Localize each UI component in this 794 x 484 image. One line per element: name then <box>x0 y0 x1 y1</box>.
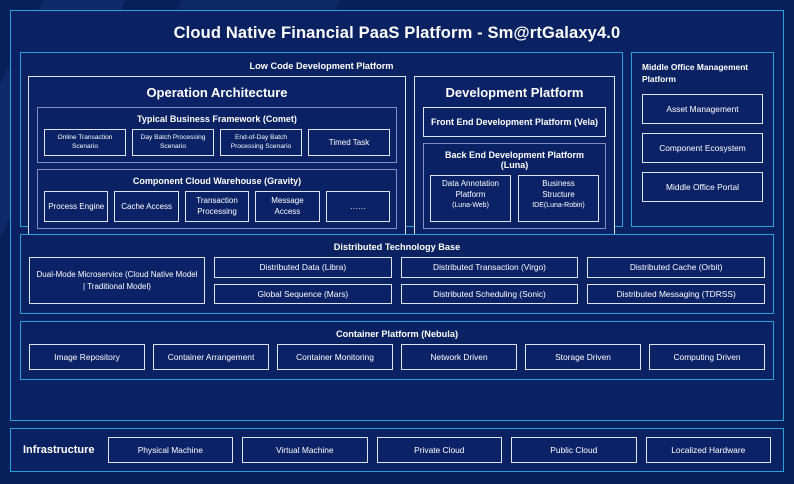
low-code-heading: Low Code Development Platform <box>249 61 394 71</box>
container-platform-items: Image Repository Container Arrangement C… <box>29 344 765 370</box>
infra-physical-machine[interactable]: Physical Machine <box>107 437 234 463</box>
low-code-development-platform: Low Code Development Platform Operation … <box>20 52 623 239</box>
back-end-development-platform: Back End Development Platform (Luna) Dat… <box>423 143 606 230</box>
chip-timed-task[interactable]: Timed Task <box>308 129 390 157</box>
dtb-distributed-scheduling[interactable]: Distributed Scheduling (Sonic) <box>400 283 579 304</box>
upper-row: Low Code Development Platform Operation … <box>20 52 774 239</box>
distributed-technology-base: Distributed Technology Base Dual-Mode Mi… <box>20 234 774 314</box>
cp-network-driven[interactable]: Network Driven <box>401 344 517 370</box>
chip-transaction-processing[interactable]: Transaction Processing <box>184 191 250 223</box>
dtb-column-1: Distributed Data (Libra) Global Sequence… <box>214 257 392 304</box>
chip-data-annotation-platform[interactable]: Data Annotation Platform (Luna-Web) <box>430 175 511 223</box>
dtb-dual-mode-microservice[interactable]: Dual-Mode Microservice (Cloud Native Mod… <box>29 257 205 304</box>
chip-day-batch-processing-scenario[interactable]: Day Batch Processing Scenario <box>132 129 214 157</box>
infra-public-cloud[interactable]: Public Cloud <box>511 437 637 463</box>
dtb-distributed-transaction[interactable]: Distributed Transaction (Virgo) <box>400 257 579 278</box>
low-code-columns: Operation Architecture Typical Business … <box>28 76 615 239</box>
dtb-grid: Dual-Mode Microservice (Cloud Native Mod… <box>29 257 766 304</box>
chip-cache-access[interactable]: Cache Access <box>114 191 179 223</box>
container-platform: Container Platform (Nebula) Image Reposi… <box>20 321 774 380</box>
infra-virtual-machine[interactable]: Virtual Machine <box>242 437 368 463</box>
chip-message-access[interactable]: Message Access <box>255 191 320 223</box>
business-structure-line3: IDE(Luna-Robin) <box>532 201 585 209</box>
middle-office-item-asset-management[interactable]: Asset Management <box>642 94 763 125</box>
business-structure-line1: Business <box>542 179 575 188</box>
middle-office-item-middle-office-portal[interactable]: Middle Office Portal <box>642 172 763 203</box>
container-platform-heading: Container Platform (Nebula) <box>336 329 458 339</box>
cp-storage-driven[interactable]: Storage Driven <box>525 344 641 370</box>
data-annotation-line3: (Luna-Web) <box>452 201 489 209</box>
dtb-column-3: Distributed Cache (Orbit) Distributed Me… <box>587 257 766 304</box>
middle-office-management-platform: Middle Office Management Platform Asset … <box>631 52 774 227</box>
infra-localized-hardware[interactable]: Localized Hardware <box>645 437 772 463</box>
chip-process-engine[interactable]: Process Engine <box>44 191 109 223</box>
operation-architecture-card: Operation Architecture Typical Business … <box>28 76 406 239</box>
cp-computing-driven[interactable]: Computing Driven <box>649 344 765 370</box>
middle-office-title: Middle Office Management Platform <box>642 62 749 85</box>
dtb-distributed-messaging[interactable]: Distributed Messaging (TDRSS) <box>587 283 766 304</box>
dtb-global-sequence[interactable]: Global Sequence (Mars) <box>214 283 392 304</box>
cp-image-repository[interactable]: Image Repository <box>29 344 145 370</box>
dtb-heading: Distributed Technology Base <box>333 242 461 252</box>
back-end-title: Back End Development Platform (Luna) <box>444 150 585 170</box>
front-end-development-platform[interactable]: Front End Development Platform (Vela) <box>423 107 606 137</box>
cp-container-arrangement[interactable]: Container Arrangement <box>153 344 269 370</box>
dtb-distributed-data[interactable]: Distributed Data (Libra) <box>214 257 392 278</box>
data-annotation-line1: Data Annotation <box>442 179 499 188</box>
development-platform-card: Development Platform Front End Developme… <box>414 76 615 239</box>
development-platform-title: Development Platform <box>445 85 584 100</box>
typical-business-framework: Typical Business Framework (Comet) Onlin… <box>37 107 397 164</box>
component-cloud-warehouse: Component Cloud Warehouse (Gravity) Proc… <box>37 169 397 230</box>
middle-office-item-component-ecosystem[interactable]: Component Ecosystem <box>642 133 763 164</box>
main-platform-panel: Cloud Native Financial PaaS Platform - S… <box>10 10 784 421</box>
back-end-items: Data Annotation Platform (Luna-Web) Busi… <box>430 175 599 223</box>
data-annotation-line2: Platform <box>455 189 486 199</box>
dtb-distributed-cache[interactable]: Distributed Cache (Orbit) <box>587 257 766 278</box>
component-warehouse-title: Component Cloud Warehouse (Gravity) <box>132 176 302 187</box>
chip-end-of-day-batch-processing-scenario[interactable]: End-of-Day Batch Processing Scenario <box>220 129 302 157</box>
chip-online-transaction-scenario[interactable]: Online Transaction Scenario <box>44 129 126 157</box>
infrastructure-panel: Infrastructure Physical Machine Virtual … <box>10 428 784 472</box>
chip-more-ellipsis[interactable]: …… <box>325 191 391 223</box>
operation-architecture-title: Operation Architecture <box>146 85 288 100</box>
component-warehouse-items: Process Engine Cache Access Transaction … <box>44 191 391 223</box>
cp-container-monitoring[interactable]: Container Monitoring <box>277 344 393 370</box>
business-structure-line2: Structure <box>542 189 575 199</box>
business-framework-items: Online Transaction Scenario Day Batch Pr… <box>44 129 390 157</box>
business-framework-title: Typical Business Framework (Comet) <box>137 114 297 124</box>
main-body: Low Code Development Platform Operation … <box>20 52 774 411</box>
page-title: Cloud Native Financial PaaS Platform - S… <box>173 24 621 42</box>
dtb-column-2: Distributed Transaction (Virgo) Distribu… <box>400 257 579 304</box>
infrastructure-label: Infrastructure <box>23 444 95 456</box>
chip-business-structure-ide[interactable]: Business Structure IDE(Luna-Robin) <box>518 175 599 223</box>
infra-private-cloud[interactable]: Private Cloud <box>376 437 503 463</box>
